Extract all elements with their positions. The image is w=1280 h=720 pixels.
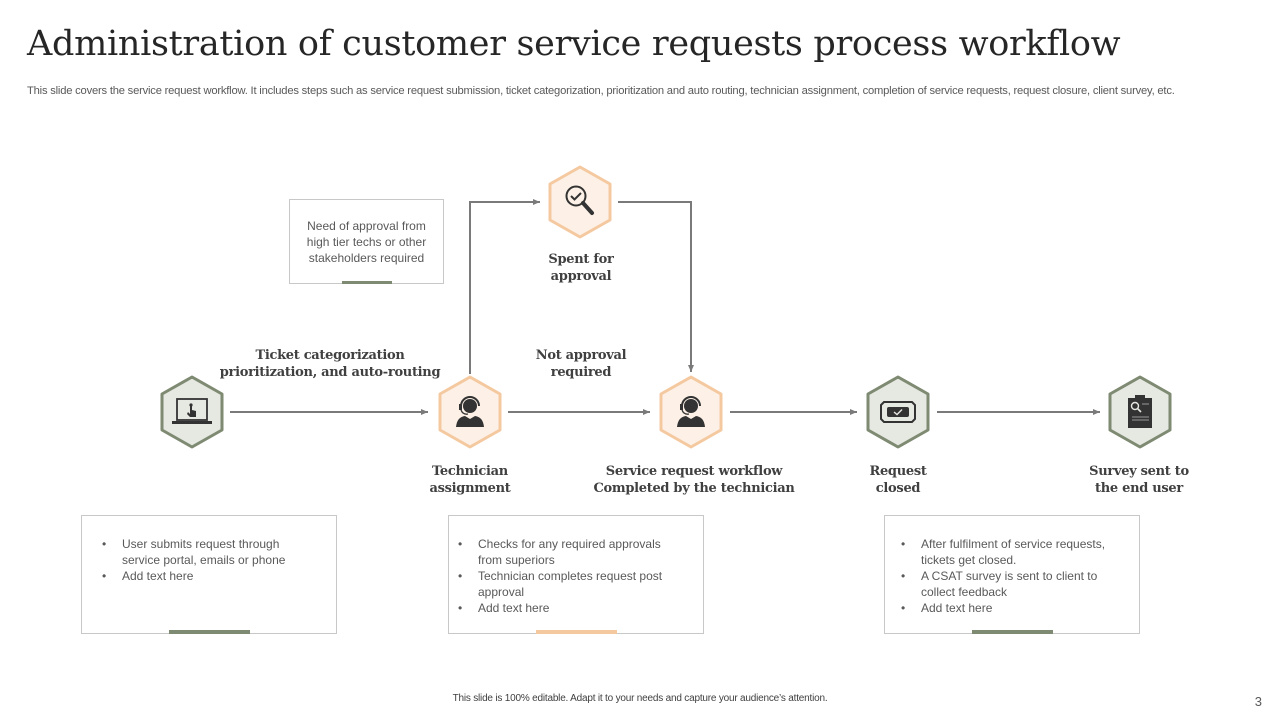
note-line: high tier techs or other — [306, 235, 427, 249]
bullet-list: User submits request through service por… — [82, 516, 336, 584]
node-label-line2: approval — [550, 269, 612, 284]
page-number: 3 — [1254, 694, 1262, 709]
bullet-item: Add text here — [458, 600, 687, 616]
headset-agent-icon — [456, 396, 484, 427]
description-card-submit: User submits request through service por… — [81, 515, 337, 634]
arrow-approval-to-completed — [618, 201, 694, 372]
note-accent-bar — [342, 281, 392, 284]
bullet-item: Add text here — [102, 568, 320, 584]
edge-label-no-approval-line2: required — [550, 365, 612, 380]
clipboard-search-icon — [1128, 395, 1152, 428]
edge-label-routing-line2: prioritization, and auto-routing — [219, 365, 441, 380]
description-card-closure: After fulfilment of service requests, ti… — [884, 515, 1140, 634]
slide-title: Administration of customer service reque… — [27, 24, 1121, 64]
edge-label-no-approval: Not approval required — [536, 347, 627, 381]
edge-label-routing-line1: Ticket categorization — [255, 348, 405, 363]
node-technician[interactable] — [435, 374, 505, 450]
node-label-line1: Service request workflow — [605, 464, 783, 479]
description-card-technician: Checks for any required approvals from s… — [448, 515, 704, 634]
node-approval[interactable] — [545, 164, 615, 240]
node-label-line2: assignment — [429, 481, 511, 496]
node-completed[interactable] — [656, 374, 726, 450]
node-label-completed: Service request workflow Completed by th… — [593, 463, 794, 497]
bullet-item: User submits request through service por… — [102, 536, 320, 568]
note-line: Need of approval from — [307, 219, 426, 233]
card-accent-bar — [169, 630, 250, 634]
bullet-item: Technician completes request post approv… — [458, 568, 687, 600]
edge-label-routing: Ticket categorization prioritization, an… — [220, 347, 441, 381]
card-accent-bar — [536, 630, 617, 634]
laptop-touch-icon — [172, 398, 212, 424]
node-label-technician: Technician assignment — [429, 463, 510, 497]
node-survey[interactable] — [1105, 374, 1175, 450]
node-label-closed: Request closed — [869, 463, 926, 497]
node-label-line1: Survey sent to — [1089, 464, 1189, 479]
approval-note-box: Need of approval from high tier techs or… — [289, 199, 444, 284]
node-label-line1: Request — [869, 464, 927, 479]
note-line: stakeholders required — [308, 251, 425, 265]
bullet-list: After fulfilment of service requests, ti… — [885, 516, 1139, 616]
slide-subtitle: This slide covers the service request wo… — [27, 85, 1175, 97]
node-label-approval: Spent for approval — [548, 251, 613, 285]
node-submit[interactable] — [157, 374, 227, 450]
bullet-item: After fulfilment of service requests, ti… — [901, 536, 1123, 568]
arrow-technician-to-approval — [469, 199, 540, 374]
node-label-survey: Survey sent to the end user — [1089, 463, 1189, 497]
node-label-line2: the end user — [1095, 481, 1183, 496]
node-label-line1: Spent for — [548, 252, 614, 267]
magnifier-check-icon — [565, 185, 594, 215]
ticket-check-icon — [880, 401, 916, 423]
node-label-line1: Technician — [432, 464, 508, 479]
edge-label-no-approval-line1: Not approval — [535, 348, 627, 363]
node-closed[interactable] — [863, 374, 933, 450]
node-label-line2: Completed by the technician — [593, 481, 795, 496]
node-label-line2: closed — [875, 481, 921, 496]
bullet-item: Checks for any required approvals from s… — [458, 536, 687, 568]
bullet-item: A CSAT survey is sent to client to colle… — [901, 568, 1123, 600]
card-accent-bar — [972, 630, 1053, 634]
bullet-list: Checks for any required approvals from s… — [449, 516, 703, 616]
headset-agent-icon — [677, 396, 705, 427]
bullet-item: Add text here — [901, 600, 1123, 616]
slide-footer: This slide is 100% editable. Adapt it to… — [452, 693, 828, 704]
